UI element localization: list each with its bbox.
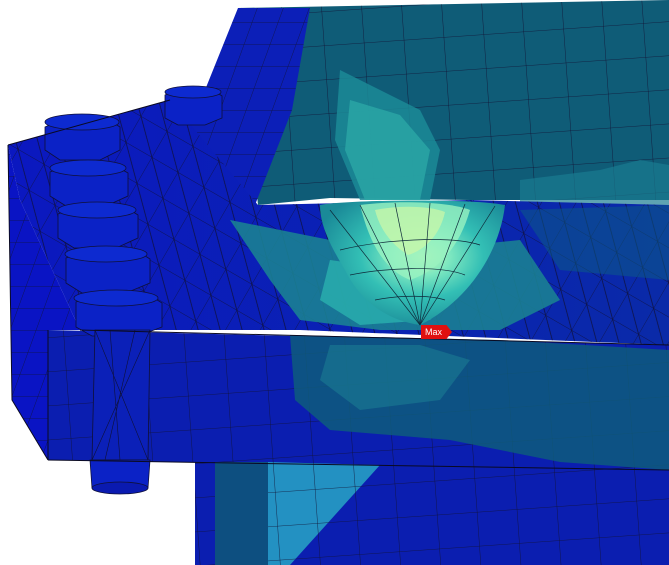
flange-plate-front bbox=[48, 330, 669, 470]
max-marker[interactable]: Max bbox=[421, 325, 453, 339]
bolt-head bbox=[49, 159, 129, 207]
bolt-shank bbox=[89, 329, 151, 495]
bolt-head bbox=[44, 113, 121, 161]
lower-column bbox=[195, 462, 669, 565]
max-label: Max bbox=[425, 327, 443, 337]
upper-column bbox=[170, 0, 669, 205]
bolt-head bbox=[64, 245, 151, 294]
bolt-head bbox=[73, 289, 163, 337]
stress-hotspot bbox=[320, 200, 505, 326]
edge-outlines bbox=[7, 99, 669, 471]
bolt-head bbox=[57, 201, 139, 249]
bolt-head bbox=[164, 85, 223, 126]
bolt-heads bbox=[44, 85, 223, 337]
flange-plate-side bbox=[8, 145, 80, 460]
